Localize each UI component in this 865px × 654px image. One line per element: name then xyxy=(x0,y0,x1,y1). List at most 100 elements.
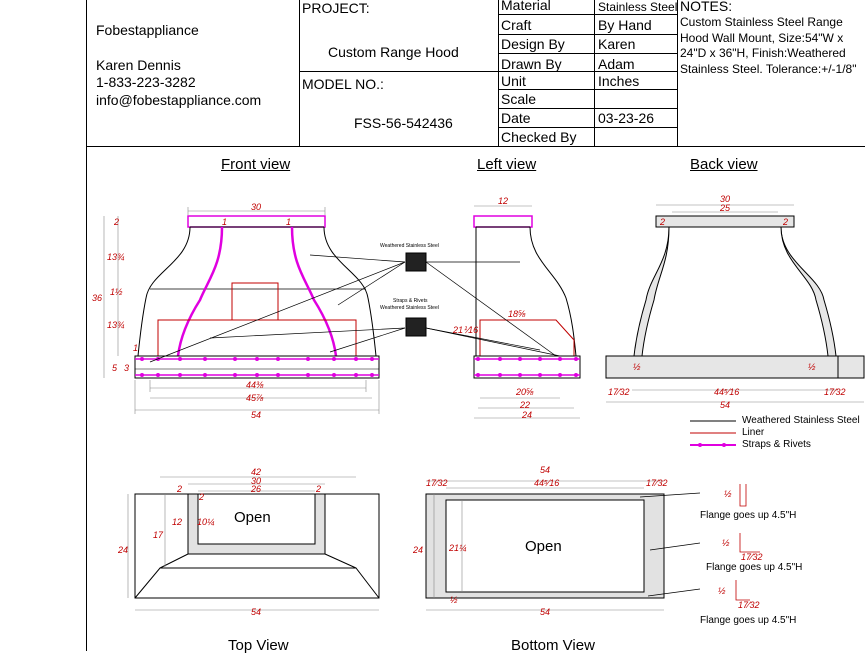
dim-left-side: 21⅟16 xyxy=(453,325,479,335)
header-bottom-border xyxy=(86,146,865,147)
header-divider-2 xyxy=(498,0,499,146)
left-view-title: Left view xyxy=(477,156,537,173)
spec-label-material: Material xyxy=(501,0,551,13)
dim-back-bottom-w: 54 xyxy=(720,400,731,410)
legend-label-steel: Weathered Stainless Steel xyxy=(742,415,860,426)
dim-top-depth-total: 24 xyxy=(118,545,129,555)
dim-back-left-collar: 2 xyxy=(660,217,666,227)
flange-note-2: Flange goes up 4.5"H xyxy=(706,562,803,573)
dim-top-bottom: 54 xyxy=(251,607,262,617)
notes-label: NOTES: xyxy=(680,0,733,14)
dim-back-top: 30 xyxy=(720,194,731,204)
material-swatch xyxy=(405,252,427,337)
spec-label-date: Date xyxy=(501,110,531,126)
notes-line-1: Custom Stainless Steel Range xyxy=(680,15,843,29)
back-view-drawing xyxy=(605,204,865,403)
dim-front-top-width: 30 xyxy=(251,202,262,212)
project-model-divider xyxy=(299,71,498,72)
spec-rule xyxy=(498,34,677,35)
spec-label-unit: Unit xyxy=(501,73,526,89)
dim-left-inner: 20⅝ xyxy=(516,387,534,397)
dim-back-left-edge: 17⁄32 xyxy=(608,387,630,397)
spec-rule xyxy=(498,14,677,15)
dim-bottom-tiny: ½ xyxy=(450,595,458,605)
spec-rule xyxy=(498,71,677,72)
contact-email: info@fobestappliance.com xyxy=(96,92,262,108)
dim-flange-3: 17⁄32 xyxy=(741,552,763,562)
dim-bottom-inner-d: 21¼ xyxy=(449,543,467,553)
dim-front-lower-h: 13¾ xyxy=(107,320,125,330)
dim-bottom-edge-l: 17⁄32 xyxy=(426,478,448,488)
dim-front-tick: 1 xyxy=(133,343,139,353)
dim-front-band-2: 3 xyxy=(124,363,130,373)
top-view-drawing xyxy=(127,476,380,611)
dim-top-collar-l: 2 xyxy=(177,484,183,494)
dim-back-inner-w: 44⁵⁄16 xyxy=(714,387,740,397)
spec-value-unit: Inches xyxy=(598,73,640,89)
header-left-border xyxy=(86,0,87,651)
dim-back-right-band: ½ xyxy=(808,362,816,372)
header-divider-4 xyxy=(677,0,678,146)
notes-line-4: Stainless Steel. Tolerance:+/-1/8" xyxy=(680,62,857,76)
dim-bottom-edge-r: 17⁄32 xyxy=(646,478,668,488)
dim-top-collar-r: 2 xyxy=(316,484,322,494)
project-label: PROJECT: xyxy=(302,0,370,16)
model-value: FSS-56-542436 xyxy=(354,115,453,131)
header-divider-1 xyxy=(299,0,300,146)
spec-label-checked: Checked By xyxy=(501,129,577,145)
dim-left-bottom: 24 xyxy=(522,410,533,420)
contact-phone: 1-833-223-3282 xyxy=(96,74,196,90)
spec-value-design: Karen xyxy=(598,36,636,52)
dim-front-strap-top: 1 xyxy=(222,217,228,227)
top-view-title: Top View xyxy=(228,637,289,654)
dim-left-top-d: 12 xyxy=(498,196,509,206)
dim-front-collar-h: 2 xyxy=(114,217,120,227)
company-name: Fobestappliance xyxy=(96,22,199,38)
dim-left-mid: 22 xyxy=(520,400,531,410)
dim-top-depth-open: 12 xyxy=(172,517,183,527)
dim-bottom-top-w: 54 xyxy=(540,465,551,475)
spec-label-drawn: Drawn By xyxy=(501,56,562,72)
spec-label-design: Design By xyxy=(501,36,565,52)
dim-front-mid-w: 45⅞ xyxy=(246,393,264,403)
spec-rule xyxy=(498,127,677,128)
straps-callout-line-1: Straps & Rivets xyxy=(393,298,428,304)
contact-name: Karen Dennis xyxy=(96,57,181,73)
straps-callout-line-2: Weathered Stainless Steel xyxy=(380,305,439,311)
dim-left-liner: 18⅝ xyxy=(508,309,526,319)
dim-back-left-band: ½ xyxy=(633,362,641,372)
dim-top-outer: 42 xyxy=(251,467,262,477)
dim-flange-4: ½ xyxy=(718,586,726,596)
notes-line-3: 24"D x 36"H, Finish:Weathered xyxy=(680,46,846,60)
flange-details xyxy=(735,484,760,601)
callout-leaders xyxy=(149,254,701,597)
spec-rule xyxy=(498,108,677,109)
dim-bottom-depth: 24 xyxy=(413,545,424,555)
spec-rule xyxy=(498,53,677,54)
model-label: MODEL NO.: xyxy=(302,76,384,92)
flange-note-1: Flange goes up 4.5"H xyxy=(700,510,797,521)
dim-front-upper-h: 13¾ xyxy=(107,252,125,262)
dim-flange-5: 17⁄32 xyxy=(738,600,760,610)
dim-back-top-inner: 25 xyxy=(720,203,731,213)
dim-back-right-edge: 17⁄32 xyxy=(824,387,846,397)
legend-label-liner: Liner xyxy=(742,427,765,438)
dim-top-collar-tiny: 2 xyxy=(199,492,205,502)
dim-flange-2: ½ xyxy=(722,538,730,548)
spec-value-material: Stainless Steel xyxy=(598,0,678,14)
spec-label-craft: Craft xyxy=(501,17,532,33)
project-value: Custom Range Hood xyxy=(328,44,459,60)
dim-bottom-inner-w: 44⁵⁄16 xyxy=(534,478,560,488)
spec-value-drawn: Adam xyxy=(598,56,635,72)
flange-note-3: Flange goes up 4.5"H xyxy=(700,615,797,626)
dim-top-mid: 30 xyxy=(251,476,262,486)
front-view-drawing xyxy=(103,207,380,414)
dim-bottom-bottom-w: 54 xyxy=(540,607,551,617)
dim-back-right-collar: 2 xyxy=(783,217,789,227)
spec-value-craft: By Hand xyxy=(598,17,652,33)
left-view-drawing xyxy=(473,205,581,419)
dim-front-band-1: 5 xyxy=(112,363,118,373)
bottom-view-title: Bottom View xyxy=(511,637,595,654)
front-view-title: Front view xyxy=(221,156,291,173)
